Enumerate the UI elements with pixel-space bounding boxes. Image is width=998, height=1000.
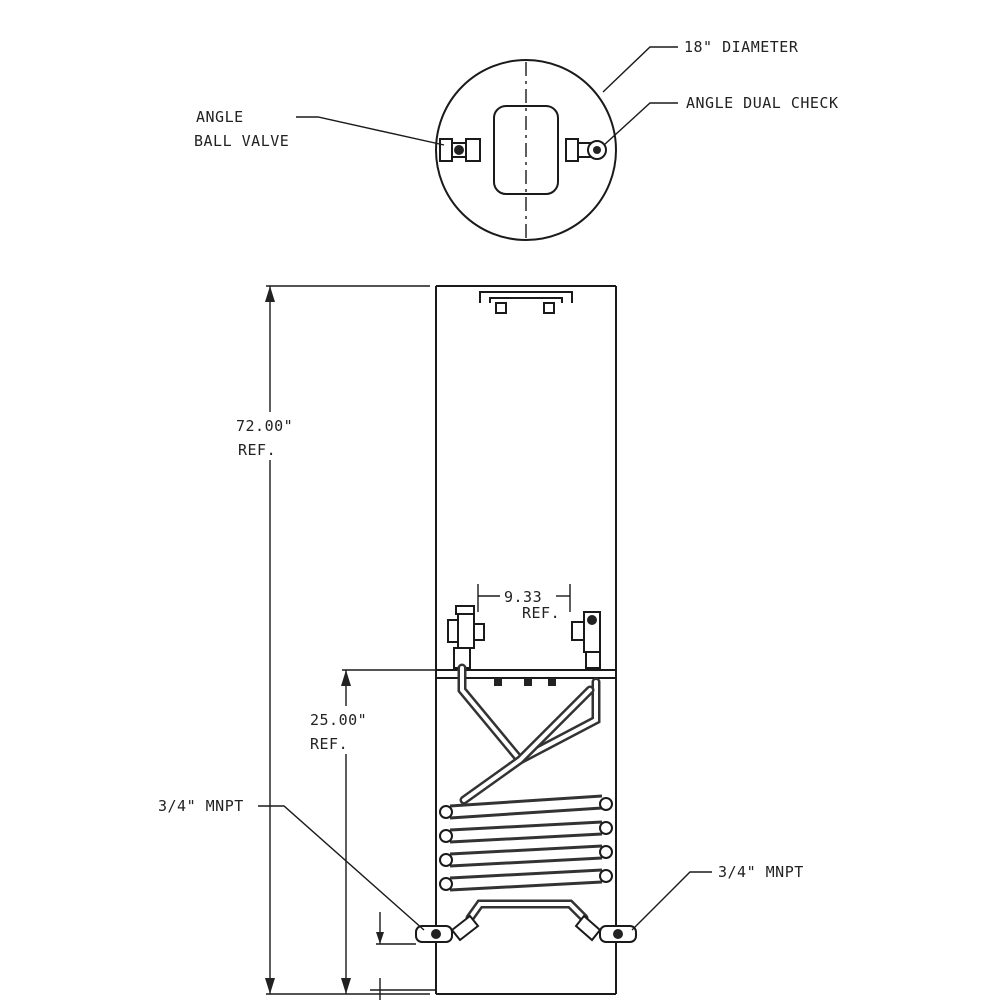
lower-dim-ref: REF. <box>310 735 348 753</box>
left-mnpt-label: 3/4" MNPT <box>158 797 244 815</box>
top-view: 18" DIAMETER ANGLE BALL VALVE ANGLE DUAL… <box>194 38 839 241</box>
height-dim-label: 72.00" <box>236 417 293 435</box>
angle-dual-check-icon <box>565 138 607 162</box>
heat-trace-piping <box>457 663 601 805</box>
top-access-opening <box>493 105 559 195</box>
height-dim-ref: REF. <box>238 441 276 459</box>
valve-spacing-ref: REF. <box>522 604 560 622</box>
enclosure-top-circle <box>435 59 617 241</box>
right-mnpt-label: 3/4" MNPT <box>718 863 804 881</box>
left-mnpt-leader <box>258 805 425 931</box>
dual-check-front-icon <box>571 611 601 669</box>
diameter-label: 18" DIAMETER <box>684 38 799 56</box>
right-mnpt-fitting-icon <box>574 914 637 943</box>
dual-check-leader <box>603 102 678 146</box>
height-dimension <box>226 285 430 995</box>
lift-handle <box>479 291 573 303</box>
dual-check-label: ANGLE DUAL CHECK <box>686 94 839 112</box>
ball-valve-front-icon <box>447 605 485 669</box>
diameter-leader <box>602 46 678 93</box>
ball-valve-leader <box>296 116 445 146</box>
lower-dim-label: 25.00" <box>310 711 367 729</box>
bottom-piping <box>465 899 589 923</box>
base-offset-dimension <box>370 912 436 1000</box>
left-mnpt-fitting-icon <box>415 914 480 943</box>
ball-valve-label-line2: BALL VALVE <box>194 132 289 150</box>
valve-spacing-dimension <box>477 584 571 612</box>
angle-ball-valve-icon <box>439 138 481 162</box>
front-view: 72.00" REF. 9.33 REF. 25.00" REF. <box>158 285 804 1000</box>
ball-valve-label-line1: ANGLE <box>196 108 244 126</box>
heat-trace-coil <box>439 794 613 892</box>
lower-height-dimension <box>300 669 436 994</box>
right-mnpt-leader <box>631 871 712 931</box>
valve-spacing-label: 9.33 <box>504 588 542 606</box>
